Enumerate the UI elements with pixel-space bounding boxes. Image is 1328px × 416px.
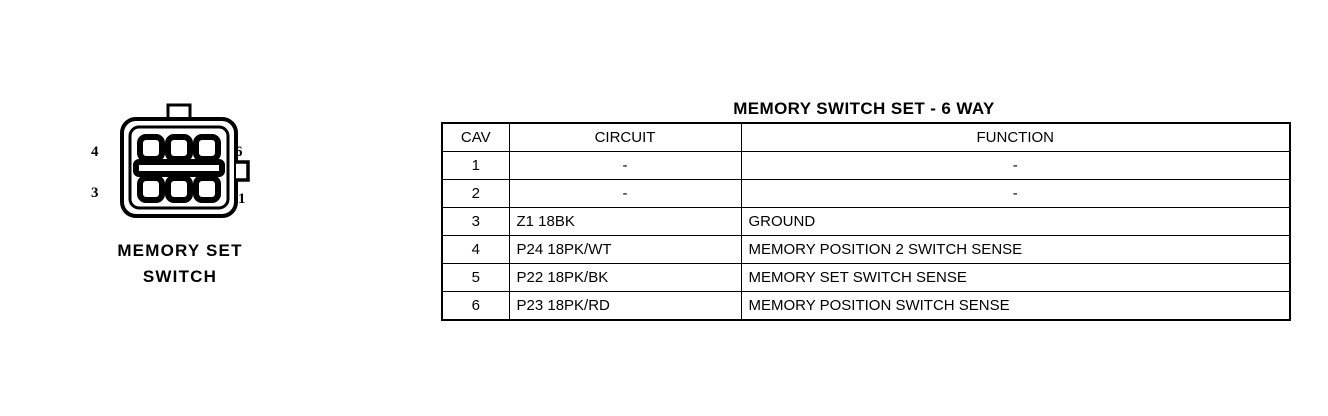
pin-number-top-right: 6 xyxy=(235,144,243,160)
cell-circuit: P22 18PK/BK xyxy=(508,263,742,292)
column-header-circuit: CIRCUIT xyxy=(508,122,742,152)
cell-circuit: Z1 18BK xyxy=(508,207,742,236)
connector-figure: 4 6 3 1 MEMORY SET SWITCH xyxy=(80,100,280,310)
connector-cavity-3 xyxy=(137,175,165,203)
table-row: 6 P23 18PK/RD MEMORY POSITION SWITCH SEN… xyxy=(441,291,1291,321)
table-row: 1 - - xyxy=(441,151,1291,180)
connector-drawing xyxy=(120,103,250,218)
cell-cav: 1 xyxy=(441,151,510,180)
cell-function: MEMORY SET SWITCH SENSE xyxy=(740,263,1291,292)
cell-function: MEMORY POSITION 2 SWITCH SENSE xyxy=(740,235,1291,264)
connector-cavity-4 xyxy=(137,134,165,162)
connector-cavity-1 xyxy=(193,175,221,203)
column-header-cav: CAV xyxy=(441,122,510,152)
connector-cavity-2 xyxy=(165,175,193,203)
connector-cavity-5 xyxy=(165,134,193,162)
cell-cav: 4 xyxy=(441,235,510,264)
cell-circuit: - xyxy=(508,179,742,208)
cell-function: - xyxy=(740,151,1291,180)
cell-cav: 6 xyxy=(441,291,510,321)
table-title: MEMORY SWITCH SET - 6 WAY xyxy=(733,99,995,118)
column-header-function: FUNCTION xyxy=(740,122,1291,152)
connector-cavity-6 xyxy=(193,134,221,162)
table-row: 2 - - xyxy=(441,179,1291,208)
connector-latch-notch xyxy=(236,160,250,182)
pin-number-top-left: 4 xyxy=(91,144,99,160)
pinout-table-block: MEMORY SWITCH SET - 6 WAY CAV CIRCUIT FU… xyxy=(441,98,1291,321)
connector-caption-line-1: MEMORY SET xyxy=(117,241,243,260)
cell-circuit: - xyxy=(508,151,742,180)
connector-caption: MEMORY SET SWITCH xyxy=(80,238,280,290)
connector-caption-line-2: SWITCH xyxy=(142,267,218,286)
cell-circuit: P24 18PK/WT xyxy=(508,235,742,264)
pinout-table: CAV CIRCUIT FUNCTION 1 - - 2 - - 3 Z1 18… xyxy=(441,122,1291,321)
cell-cav: 2 xyxy=(441,179,510,208)
pin-number-bottom-right: 1 xyxy=(238,191,246,207)
cell-function: MEMORY POSITION SWITCH SENSE xyxy=(740,291,1291,321)
cell-cav: 3 xyxy=(441,207,510,236)
cell-cav: 5 xyxy=(441,263,510,292)
table-header-row: CAV CIRCUIT FUNCTION xyxy=(441,122,1291,152)
table-row: 4 P24 18PK/WT MEMORY POSITION 2 SWITCH S… xyxy=(441,235,1291,264)
cell-circuit: P23 18PK/RD xyxy=(508,291,742,321)
table-row: 5 P22 18PK/BK MEMORY SET SWITCH SENSE xyxy=(441,263,1291,292)
connector-center-bar xyxy=(133,159,225,177)
cell-function: - xyxy=(740,179,1291,208)
table-row: 3 Z1 18BK GROUND xyxy=(441,207,1291,236)
pin-number-bottom-left: 3 xyxy=(91,185,99,201)
cell-function: GROUND xyxy=(740,207,1291,236)
